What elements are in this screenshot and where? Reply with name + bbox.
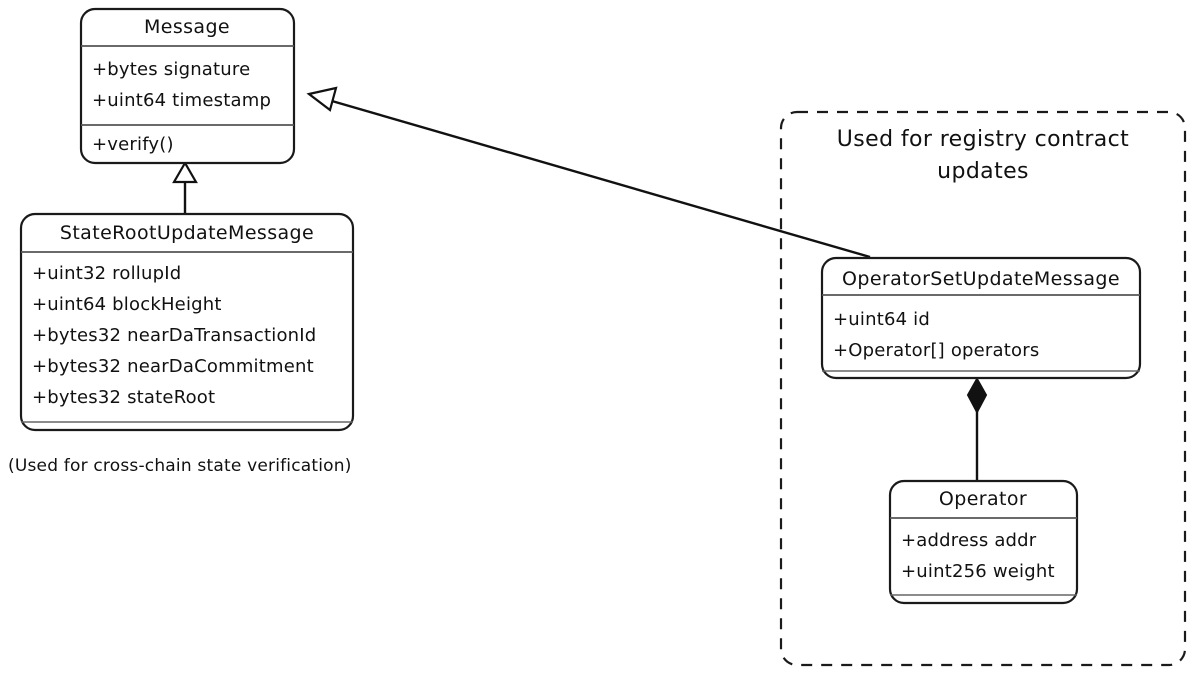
- attribute-row: +bytes32 stateRoot: [32, 387, 215, 408]
- edge-line: [324, 97, 871, 259]
- attribute-row: +bytes32 nearDaTransactionId: [32, 325, 316, 346]
- note-state-root-caption: (Used for cross-chain state verification…: [8, 456, 352, 476]
- class-name-message: Message: [144, 16, 230, 38]
- attribute-row: +uint64 blockHeight: [32, 294, 222, 315]
- class-name-operator: Operator: [939, 488, 1027, 510]
- group-boundary: [779, 110, 1187, 667]
- attribute-row: +Operator[] operators: [833, 340, 1039, 361]
- edge-operator-set-inherits-message[interactable]: [306, 86, 871, 259]
- class-box-operator-set-update-message[interactable]: OperatorSetUpdateMessage +uint64 id +Ope…: [820, 256, 1142, 380]
- group-title-line2: updates: [937, 159, 1029, 184]
- class-frame: [888, 479, 1079, 605]
- class-box-message[interactable]: Message +bytes signature +uint64 timesta…: [79, 7, 296, 165]
- group-registry-contract-updates[interactable]: Used for registry contract updates: [779, 110, 1187, 667]
- hollow-triangle-arrowhead-icon: [306, 86, 338, 112]
- attribute-row: +address addr: [901, 530, 1037, 551]
- hollow-triangle-arrowhead-icon: [172, 160, 198, 184]
- attribute-row: +bytes signature: [92, 59, 250, 80]
- method-row: +verify(): [92, 134, 174, 155]
- class-frame: [19, 212, 355, 432]
- class-name-operator-set-update-message: OperatorSetUpdateMessage: [842, 268, 1120, 290]
- class-frame: [820, 256, 1142, 380]
- attribute-row: +uint256 weight: [901, 561, 1055, 582]
- class-box-operator[interactable]: Operator +address addr +uint256 weight: [888, 479, 1079, 605]
- attribute-row: +uint32 rollupId: [32, 263, 181, 284]
- class-name-state-root-update-message: StateRootUpdateMessage: [60, 222, 314, 244]
- attribute-row: +bytes32 nearDaCommitment: [32, 356, 314, 377]
- group-title-line1: Used for registry contract: [837, 127, 1129, 152]
- edge-state-root-inherits-message[interactable]: [172, 160, 198, 214]
- class-box-state-root-update-message[interactable]: StateRootUpdateMessage +uint32 rollupId …: [19, 212, 355, 432]
- edge-operator-set-composes-operator[interactable]: [966, 376, 988, 481]
- attribute-row: +uint64 id: [833, 309, 930, 330]
- filled-diamond-arrowhead-icon: [966, 376, 988, 415]
- attribute-row: +uint64 timestamp: [92, 90, 271, 111]
